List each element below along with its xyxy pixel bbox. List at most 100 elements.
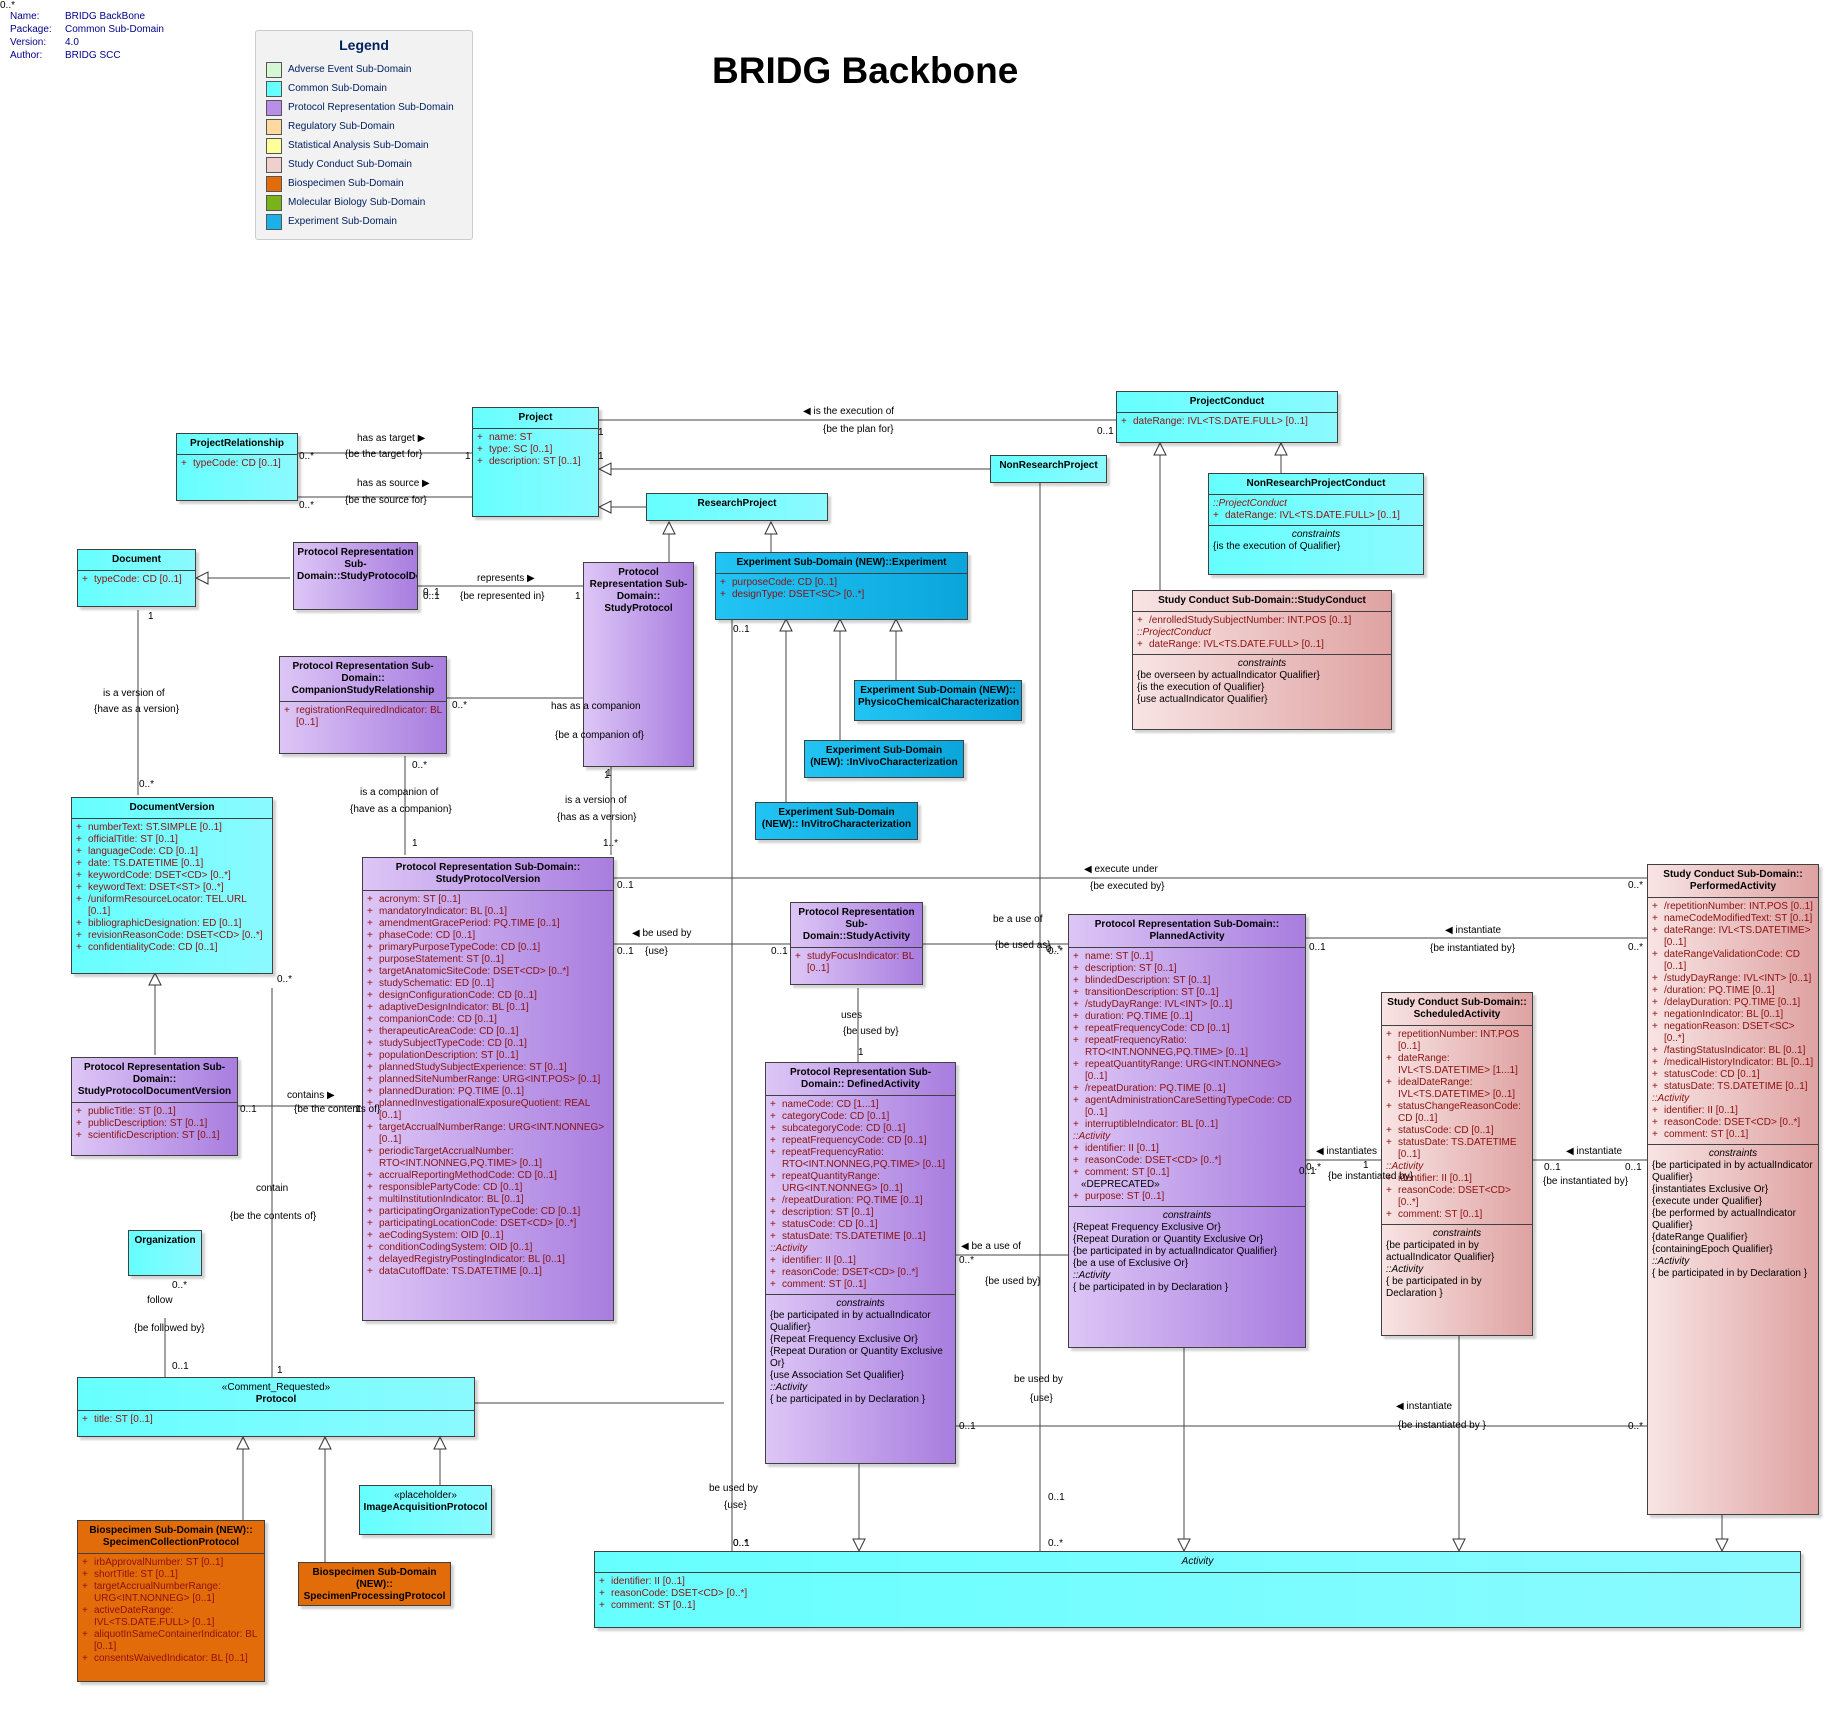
class-name: Protocol Representation Sub-Domain::Stud… (798, 907, 915, 942)
multiplicity-label: 0..1 (617, 880, 634, 891)
class-performed-activity[interactable]: Study Conduct Sub-Domain:: PerformedActi… (1647, 864, 1819, 1515)
multiplicity-label: 0..1 (1625, 1162, 1642, 1173)
class-study-protocol-document[interactable]: Protocol Representation Sub-Domain::Stud… (293, 542, 418, 610)
association-label: {be instantiated by } (1398, 1420, 1486, 1431)
multiplicity-label: 0..1 (172, 1361, 189, 1372)
class-name: ResearchProject (697, 498, 777, 509)
multiplicity-label: 0..* (1048, 946, 1064, 957)
attribute: +statusCode: CD [0..1] (770, 1219, 878, 1230)
class-organization[interactable]: Organization (128, 1230, 202, 1276)
attribute: +comment: ST [0..1] (1386, 1209, 1483, 1220)
multiplicity-label: 0..* (959, 1255, 975, 1266)
attribute: +comment: ST [0..1] (1073, 1167, 1170, 1178)
attribute: +reasonCode: DSET<CD> [0..*] (770, 1267, 919, 1278)
association-label: {be instantiated by} (1543, 1176, 1629, 1187)
association-label: ◀ execute under (1084, 864, 1158, 875)
constraint: {be participated in by actualIndicator Q… (1386, 1240, 1495, 1263)
attribute: +repetitionNumber: INT.POS [0..1] (1386, 1029, 1520, 1052)
attribute: +comment: ST [0..1] (770, 1279, 867, 1290)
class-non-research-project[interactable]: NonResearchProject (990, 455, 1107, 483)
attribute: +reasonCode: DSET<CD> [0..*] (1386, 1185, 1511, 1208)
attribute: +/studyDayRange: IVL<INT> [0..1] (1652, 973, 1812, 984)
class-document[interactable]: Document+typeCode: CD [0..1] (77, 549, 196, 607)
multiplicity-label: 1 (1363, 1160, 1369, 1171)
attribute: +description: ST [0..1] (770, 1207, 874, 1218)
class-activity[interactable]: Activity+identifier: II [0..1]+reasonCod… (594, 1551, 1801, 1628)
class-name: Protocol Representation Sub-Domain:: Stu… (589, 567, 688, 614)
class-physico-chemical[interactable]: Experiment Sub-Domain (NEW):: PhysicoChe… (854, 680, 1022, 721)
attribute: +typeCode: CD [0..1] (181, 458, 281, 469)
attribute: +consentsWaivedIndicator: BL [0..1] (82, 1653, 248, 1664)
legend-swatch (266, 61, 282, 78)
class-project[interactable]: Project+name: ST+type: SC [0..1]+descrip… (472, 407, 599, 517)
class-name: Study Conduct Sub-Domain::StudyConduct (1158, 595, 1366, 606)
attribute: +periodicTargetAccrualNumber: RTO<INT.NO… (367, 1146, 543, 1169)
constraint: {be participated in by actualIndicator Q… (770, 1310, 931, 1333)
class-companion-study-relationship[interactable]: Protocol Representation Sub-Domain:: Com… (279, 656, 447, 754)
multiplicity-label: 0..* (452, 700, 468, 711)
association-label: {be used by} (843, 1026, 899, 1037)
association-label: ◀ instantiate (1566, 1146, 1623, 1157)
multiplicity-label: 0..* (139, 779, 155, 790)
class-study-activity[interactable]: Protocol Representation Sub-Domain::Stud… (790, 902, 923, 985)
association-label: be used by (1014, 1374, 1063, 1385)
attribute: +studySchematic: ED [0..1] (367, 978, 495, 989)
multiplicity-label: 0..* (1628, 1421, 1644, 1432)
legend-swatch (266, 118, 282, 135)
class-protocol[interactable]: «Comment_Requested»Protocol+title: ST [0… (77, 1377, 475, 1437)
class-name: Biospecimen Sub-Domain (NEW):: SpecimenC… (89, 1525, 253, 1548)
attribute-section: +name: ST [0..1]+description: ST [0..1]+… (1069, 947, 1305, 1206)
multiplicity-label: 0..1 (1097, 426, 1114, 437)
attribute: +repeatFrequencyRatio: RTO<INT.NONNEG,PQ… (1073, 1035, 1249, 1058)
attribute: +identifier: II [0..1] (1386, 1173, 1472, 1184)
constraint: { be participated in by Declaration } (1652, 1268, 1808, 1279)
class-scheduled-activity[interactable]: Study Conduct Sub-Domain:: ScheduledActi… (1381, 992, 1533, 1336)
class-experiment[interactable]: Experiment Sub-Domain (NEW)::Experiment+… (715, 552, 968, 620)
class-name: Protocol Representation Sub-Domain:: Com… (291, 661, 435, 696)
class-image-acquisition-protocol[interactable]: «placeholder»ImageAcquisitionProtocol (359, 1485, 492, 1535)
class-name: ProjectRelationship (190, 438, 284, 449)
legend-swatch (266, 213, 282, 230)
attribute: +/medicalHistoryIndicator: BL [0..1] (1652, 1057, 1814, 1068)
class-study-protocol-version[interactable]: Protocol Representation Sub-Domain:: Stu… (362, 857, 614, 1321)
class-specimen-processing-protocol[interactable]: Biospecimen Sub-Domain (NEW):: SpecimenP… (298, 1562, 451, 1606)
attribute: +nameCodeModifiedText: ST [0..1] (1652, 913, 1813, 924)
constraint: {be participated in by actualIndicator Q… (1073, 1246, 1278, 1257)
class-in-vivo[interactable]: Experiment Sub-Domain (NEW): :InVivoChar… (804, 740, 964, 778)
constraint: {use Association Set Qualifier} (770, 1370, 904, 1381)
class-in-vitro[interactable]: Experiment Sub-Domain (NEW):: InVitroCha… (755, 802, 918, 840)
class-name: NonResearchProjectConduct (1246, 478, 1386, 489)
attribute: +dataCutoffDate: TS.DATETIME [0..1] (367, 1266, 542, 1277)
multiplicity-label: 0..1 (771, 946, 788, 957)
attribute: +companionCode: CD [0..1] (367, 1014, 497, 1025)
association-label: {be the source for} (345, 495, 427, 506)
class-document-version[interactable]: DocumentVersion+numberText: ST.SIMPLE [0… (71, 797, 273, 974)
class-study-protocol[interactable]: Protocol Representation Sub-Domain:: Stu… (583, 562, 694, 767)
constraint: {use actualIndicator Qualifier} (1137, 694, 1268, 705)
class-name: DocumentVersion (129, 802, 215, 813)
legend-swatch (266, 156, 282, 173)
attribute: +identifier: II [0..1] (1652, 1105, 1738, 1116)
class-non-research-project-conduct[interactable]: NonResearchProjectConduct::ProjectConduc… (1208, 473, 1424, 575)
attribute: +/uniformResourceLocator: TEL.URL [0..1] (76, 894, 247, 917)
class-planned-activity[interactable]: Protocol Representation Sub-Domain:: Pla… (1068, 914, 1306, 1348)
attribute: +statusDate: TS.DATETIME [0..1] (1652, 1081, 1808, 1092)
attribute: +reasonCode: DSET<CD> [0..*] (1073, 1155, 1222, 1166)
attribute: +blindedDescription: ST [0..1] (1073, 975, 1211, 986)
attribute: +/fastingStatusIndicator: BL [0..1] (1652, 1045, 1806, 1056)
class-research-project[interactable]: ResearchProject (646, 493, 828, 521)
attribute: +targetAccrualNumberRange: URG<INT.NONNE… (82, 1581, 221, 1604)
class-study-conduct[interactable]: Study Conduct Sub-Domain::StudyConduct+/… (1132, 590, 1392, 730)
attribute: +dateRange: IVL<TS.DATE.FULL> [0..1] (1213, 510, 1400, 521)
multiplicity-label: 1 (606, 768, 612, 779)
multiplicity-label: 0..1 (423, 587, 440, 598)
class-project-conduct[interactable]: ProjectConduct+dateRange: IVL<TS.DATE.FU… (1116, 391, 1338, 443)
class-name: Experiment Sub-Domain (NEW)::Experiment (736, 557, 947, 568)
class-defined-activity[interactable]: Protocol Representation Sub-Domain:: Def… (765, 1062, 956, 1464)
class-specimen-collection-protocol[interactable]: Biospecimen Sub-Domain (NEW):: SpecimenC… (77, 1520, 265, 1682)
class-project-relationship[interactable]: ProjectRelationship +typeCode: CD [0..1] (176, 433, 298, 501)
attribute: +subcategoryCode: CD [0..1] (770, 1123, 906, 1134)
constraint: {Repeat Frequency Exclusive Or} (1073, 1222, 1221, 1233)
class-study-protocol-document-version[interactable]: Protocol Representation Sub-Domain:: Stu… (71, 1057, 238, 1156)
attribute: +title: ST [0..1] (82, 1414, 153, 1425)
